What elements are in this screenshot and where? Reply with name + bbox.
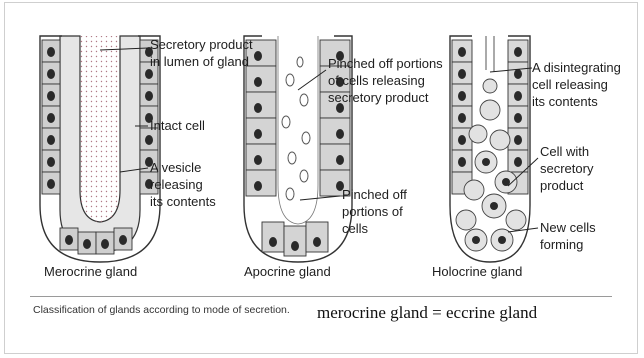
label-disintegrating-1: A disintegrating bbox=[532, 60, 621, 75]
label-secretory-product-1: Secretory product bbox=[150, 37, 253, 52]
label-secretory-product-2: in lumen of gland bbox=[150, 54, 249, 69]
label-disintegrating-2: cell releasing bbox=[532, 77, 608, 92]
label-vesicle-2: releasing bbox=[150, 177, 203, 192]
merocrine-gland bbox=[40, 36, 160, 262]
handwritten-equation: merocrine gland = eccrine gland bbox=[317, 303, 537, 323]
label-pinched-portions-1: Pinched off portions bbox=[328, 56, 443, 71]
caption-apocrine: Apocrine gland bbox=[244, 264, 331, 279]
label-pinched-portions-3: secretory product bbox=[328, 90, 429, 105]
figure-caption: Classification of glands according to mo… bbox=[33, 304, 290, 316]
label-cell-secretory-2: secretory bbox=[540, 161, 594, 176]
caption-merocrine: Merocrine gland bbox=[44, 264, 137, 279]
label-intact-cell: Intact cell bbox=[150, 118, 205, 133]
label-pinched-off-2: portions of bbox=[342, 204, 403, 219]
label-disintegrating-3: its contents bbox=[532, 94, 598, 109]
label-cell-secretory-1: Cell with bbox=[540, 144, 589, 159]
label-vesicle-1: A vesicle bbox=[150, 160, 201, 175]
label-cell-secretory-3: product bbox=[540, 178, 584, 193]
holocrine-gland bbox=[450, 36, 530, 262]
label-new-cells-2: forming bbox=[540, 237, 583, 252]
label-pinched-portions-2: of cells releasing bbox=[328, 73, 425, 88]
label-new-cells-1: New cells bbox=[540, 220, 596, 235]
label-pinched-off-1: Pinched off bbox=[342, 187, 407, 202]
merocrine-labels: Secretory product in lumen of gland Inta… bbox=[150, 37, 253, 209]
holocrine-labels: A disintegrating cell releasing its cont… bbox=[532, 60, 621, 252]
footer-divider bbox=[30, 296, 612, 297]
caption-holocrine: Holocrine gland bbox=[432, 264, 522, 279]
label-pinched-off-3: cells bbox=[342, 221, 369, 236]
label-vesicle-3: its contents bbox=[150, 194, 216, 209]
